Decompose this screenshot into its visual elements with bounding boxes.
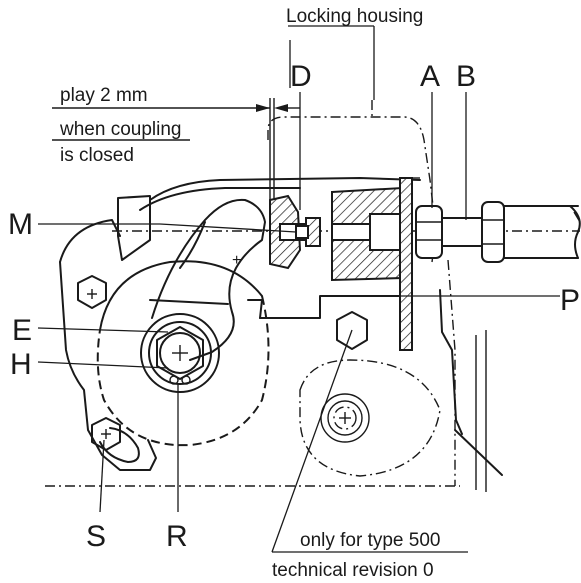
nut-a — [415, 205, 443, 259]
label-d: D — [290, 60, 312, 93]
label-locking-housing: Locking housing — [286, 6, 423, 27]
bolt-type500 — [336, 311, 368, 350]
label-play-line3: is closed — [60, 145, 134, 166]
label-play-line2: when coupling — [59, 119, 181, 140]
small-pin-detail — [295, 225, 309, 239]
label-note-line1: only for type 500 — [300, 530, 440, 551]
bolt-s — [91, 417, 140, 463]
leader-type500 — [271, 329, 353, 553]
leader-h — [37, 361, 169, 369]
locking-housing-block — [331, 186, 403, 282]
coupling-disc — [96, 260, 441, 477]
bottom-bearing — [320, 393, 370, 443]
label-e: E — [12, 314, 32, 347]
coupling-body — [59, 177, 503, 492]
label-play-line1: play 2 mm — [60, 85, 148, 106]
label-m: M — [8, 208, 33, 241]
locking-housing-outline — [45, 100, 460, 487]
label-b: B — [456, 60, 476, 93]
label-p: P — [560, 284, 580, 317]
label-a: A — [420, 60, 440, 93]
leader-s — [99, 439, 105, 513]
locking-plate — [399, 177, 420, 351]
leader-lines — [37, 25, 560, 553]
label-s: S — [86, 520, 106, 553]
locking-lever: + — [149, 198, 266, 361]
pivot-assembly — [140, 313, 220, 393]
play-dimension — [52, 98, 300, 200]
label-h: H — [10, 348, 32, 381]
lever-center-mark: + — [232, 252, 241, 269]
label-r: R — [166, 520, 188, 553]
rod-b — [441, 201, 581, 263]
leader-e — [37, 327, 169, 333]
label-note-line2: technical revision 0 — [272, 560, 434, 581]
bolt-top-left — [77, 275, 107, 309]
